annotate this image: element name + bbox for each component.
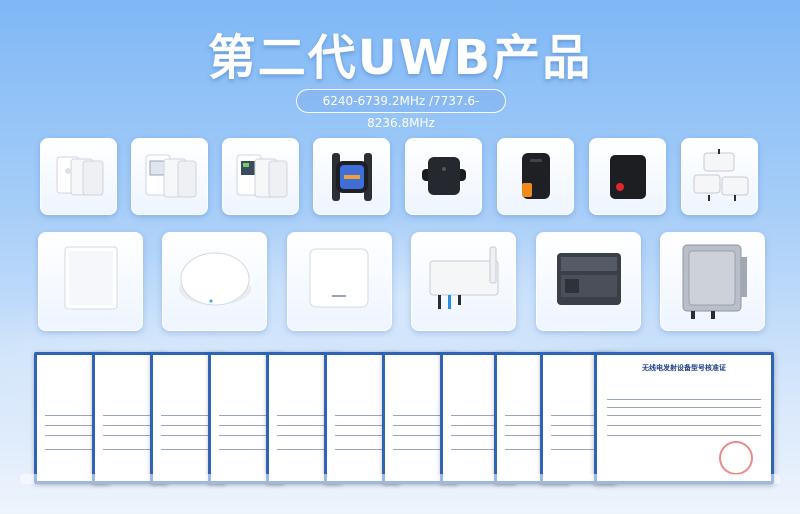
product-card-smartwatch[interactable] [313, 138, 390, 215]
outdoor-anchor-boxes-icon [693, 149, 749, 201]
eink-display-badges-icon [145, 154, 197, 198]
frequency-bands-badge: 6240-6739.2MHz /7737.6-8236.8MHz [296, 89, 506, 130]
flat-square-anchor-icon [64, 246, 118, 310]
product-card-ceiling-anchor[interactable] [287, 232, 392, 331]
square-ceiling-anchor-icon [309, 248, 369, 308]
black-orange-tag-icon [522, 153, 550, 199]
product-card-black-orange-tag[interactable] [497, 138, 574, 215]
black-tag-red-button-icon [610, 155, 646, 199]
dome-anchor-icon [179, 252, 251, 306]
page-title: 第二代UWB产品 [207, 30, 593, 86]
product-card-eink-badges[interactable] [131, 138, 208, 215]
product-card-industrial-enclosure[interactable] [660, 232, 765, 331]
white-tag-badges-icon [56, 156, 104, 196]
product-card-dome-anchor[interactable] [162, 232, 267, 331]
product-card-gateway[interactable] [536, 232, 641, 331]
product-card-flat-anchor[interactable] [38, 232, 143, 331]
product-card-white-tags[interactable] [40, 138, 117, 215]
product-card-black-tag-red-button[interactable] [589, 138, 666, 215]
black-wrist-tag-icon [422, 157, 466, 195]
color-display-badges-icon [236, 154, 288, 198]
product-card-outdoor-anchors[interactable] [681, 138, 758, 215]
certificate-title: 无线电发射设备型号核准证 [642, 363, 726, 372]
certificate-card-front[interactable]: 无线电发射设备型号核准证 [594, 352, 774, 484]
outdoor-antenna-anchor-icon [429, 246, 499, 309]
product-card-outdoor-antenna[interactable] [411, 232, 516, 331]
product-card-color-badges[interactable] [222, 138, 299, 215]
reflective-floor [20, 474, 780, 484]
smartwatch-icon [332, 153, 372, 201]
industrial-enclosure-icon [682, 244, 747, 319]
official-seal-icon [719, 441, 753, 475]
product-card-black-wrist-tag[interactable] [405, 138, 482, 215]
gateway-box-icon [557, 253, 621, 305]
